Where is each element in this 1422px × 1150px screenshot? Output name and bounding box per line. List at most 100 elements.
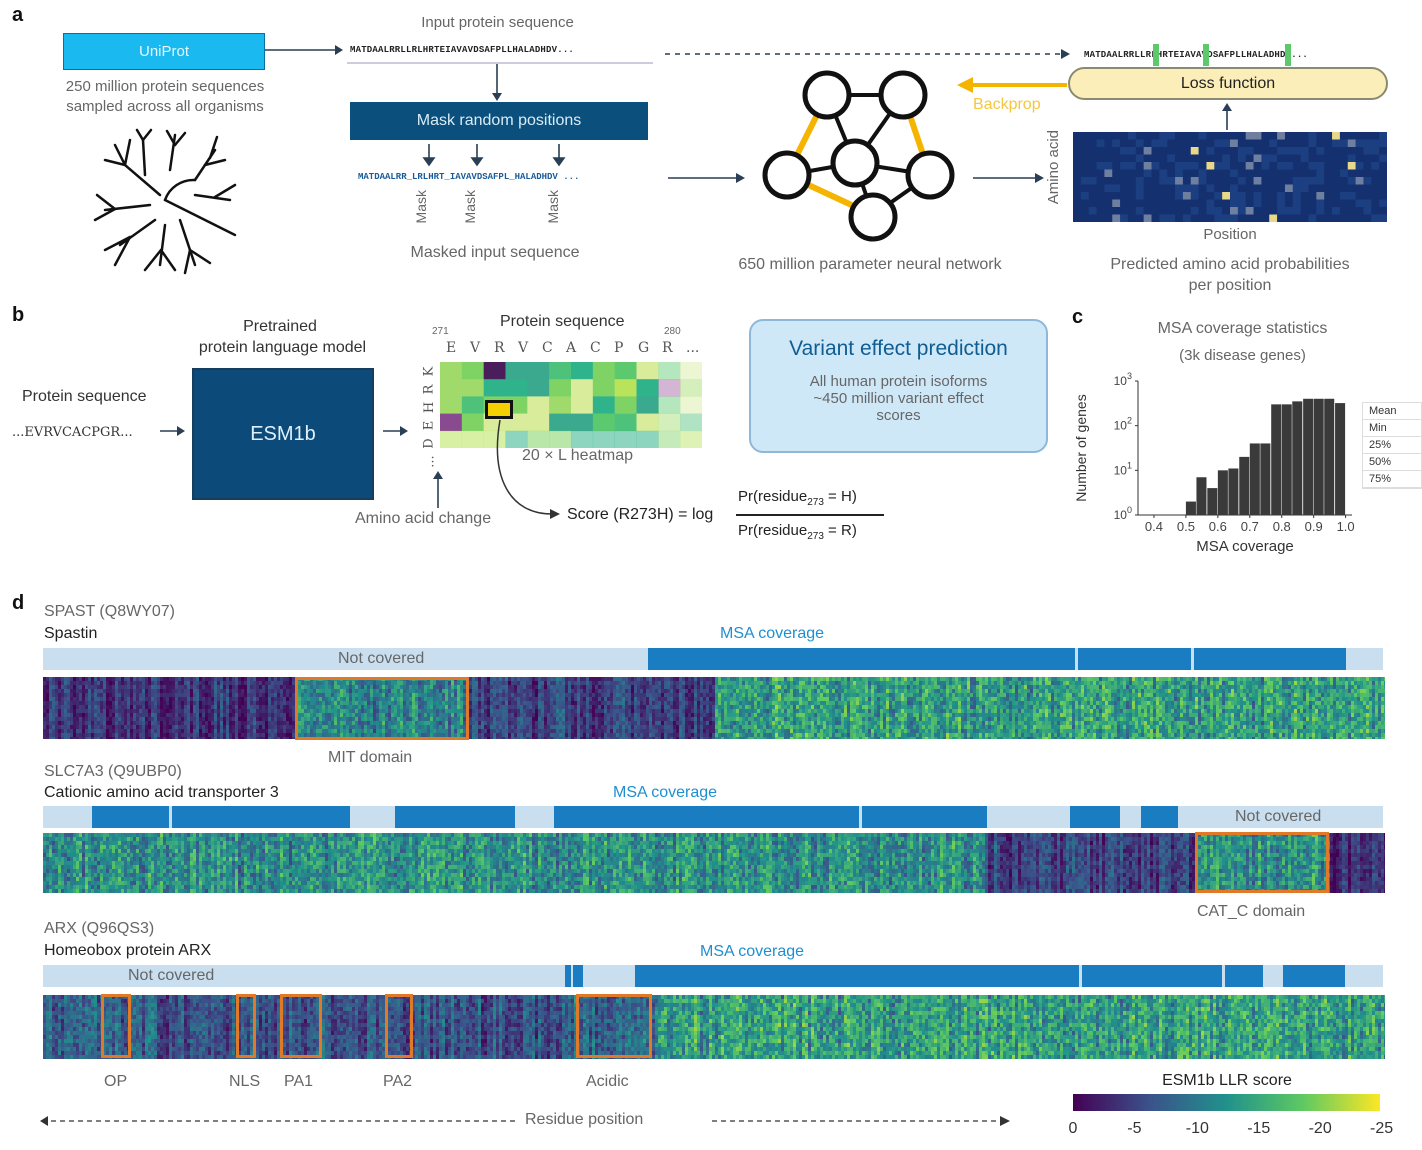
- prob-cell: [1151, 192, 1160, 200]
- heat-cell: [412, 709, 416, 714]
- heat-cell: [157, 685, 161, 690]
- heat-cell: [376, 721, 380, 726]
- heat-cell: [115, 713, 119, 718]
- heat-cell: [784, 701, 788, 706]
- heat-cell: [763, 677, 767, 682]
- heat-cell: [304, 713, 308, 718]
- heat-cell: [289, 693, 293, 698]
- heat-cell: [412, 717, 416, 722]
- heat-cell: [559, 717, 563, 722]
- heat-cell: [118, 681, 122, 686]
- heat-cell: [136, 685, 140, 690]
- heat-cell: [439, 697, 443, 702]
- heat-cell: [643, 721, 647, 726]
- heat-cell: [148, 693, 152, 698]
- heat-cell: [286, 709, 290, 714]
- heat-cell: [535, 677, 539, 682]
- heat-cell: [556, 737, 560, 739]
- heat-cell: [109, 697, 113, 702]
- heat-cell: [757, 729, 761, 734]
- heat-cell: [130, 729, 134, 734]
- heat-cell: [802, 733, 806, 738]
- heat-cell: [151, 685, 155, 690]
- heat-cell: [100, 705, 104, 710]
- heat-cell: [538, 717, 542, 722]
- heat-cell: [178, 677, 182, 682]
- heat-cell: [250, 677, 254, 682]
- heat-cell: [838, 721, 842, 726]
- heat-cell: [190, 709, 194, 714]
- prob-cell: [1332, 162, 1341, 170]
- heat-cell: [622, 713, 626, 718]
- prob-cell: [1127, 199, 1137, 208]
- heat-cell: [553, 693, 557, 698]
- heat-cell: [454, 729, 458, 734]
- heat-cell: [223, 733, 227, 738]
- heat-cell: [715, 681, 719, 686]
- heat-cell: [67, 693, 71, 698]
- prob-cell: [1159, 214, 1168, 222]
- prob-cell: [1206, 192, 1215, 200]
- heat-cell: [217, 685, 221, 690]
- heat-cell: [175, 733, 179, 738]
- heat-cell: [49, 705, 53, 710]
- heat-cell: [163, 693, 167, 698]
- prob-cell: [1222, 132, 1231, 140]
- heat-cell: [400, 725, 404, 730]
- heat-cell: [658, 701, 662, 706]
- heat-cell: [412, 721, 416, 726]
- heat-cell: [595, 685, 599, 690]
- heat-cell: [94, 721, 98, 726]
- heat-cell: [574, 717, 578, 722]
- heat-cell: [424, 681, 428, 686]
- prob-cell: [1088, 207, 1097, 215]
- prob-cell: [1096, 199, 1105, 208]
- heat-cell: [391, 681, 395, 686]
- heat-cell: [205, 709, 209, 714]
- heat-cell: [256, 729, 260, 734]
- heat-cell: [43, 681, 47, 686]
- heat-cell: [559, 713, 563, 718]
- heat-cell: [484, 725, 488, 730]
- heat-cell: [640, 737, 644, 739]
- heat-cell: [565, 713, 569, 718]
- heat-cell: [94, 733, 98, 738]
- heat-cell: [94, 677, 98, 682]
- heat-cell: [214, 705, 218, 710]
- heat-cell: [649, 709, 653, 714]
- heat-cell: [568, 717, 572, 722]
- heat-cell: [712, 737, 716, 739]
- heat-cell: [634, 693, 638, 698]
- heat-cell: [718, 737, 722, 739]
- heat-cell: [472, 689, 476, 694]
- heat-cell: [310, 693, 314, 698]
- prob-cell: [1143, 132, 1152, 140]
- heat-cell: [400, 729, 404, 734]
- prob-cell: [1332, 154, 1341, 163]
- heat-cell: [595, 725, 599, 730]
- heat-cell: [373, 733, 377, 738]
- heat-cell: [490, 717, 494, 722]
- prob-cell: [1269, 192, 1278, 200]
- heat-cell: [139, 701, 143, 706]
- heat-cell: [730, 733, 734, 738]
- heat-cell: [127, 705, 131, 710]
- heat-cell: [616, 725, 620, 730]
- heat-cell: [769, 729, 773, 734]
- heat-cell: [649, 725, 653, 730]
- heat-cell: [208, 713, 212, 718]
- heat-cell: [322, 721, 326, 726]
- heat-cell: [568, 677, 572, 682]
- heat-cell: [526, 681, 530, 686]
- heat-cell: [682, 709, 686, 714]
- prob-cell: [1175, 199, 1184, 208]
- heat-cell: [511, 717, 515, 722]
- heat-cell: [115, 705, 119, 710]
- heat-cell: [763, 717, 767, 722]
- heat-cell: [106, 729, 110, 734]
- heat-cell: [85, 733, 89, 738]
- heat-cell: [649, 721, 653, 726]
- heat-cell: [472, 737, 476, 739]
- heat-cell: [484, 733, 488, 738]
- heat-cell: [700, 717, 704, 722]
